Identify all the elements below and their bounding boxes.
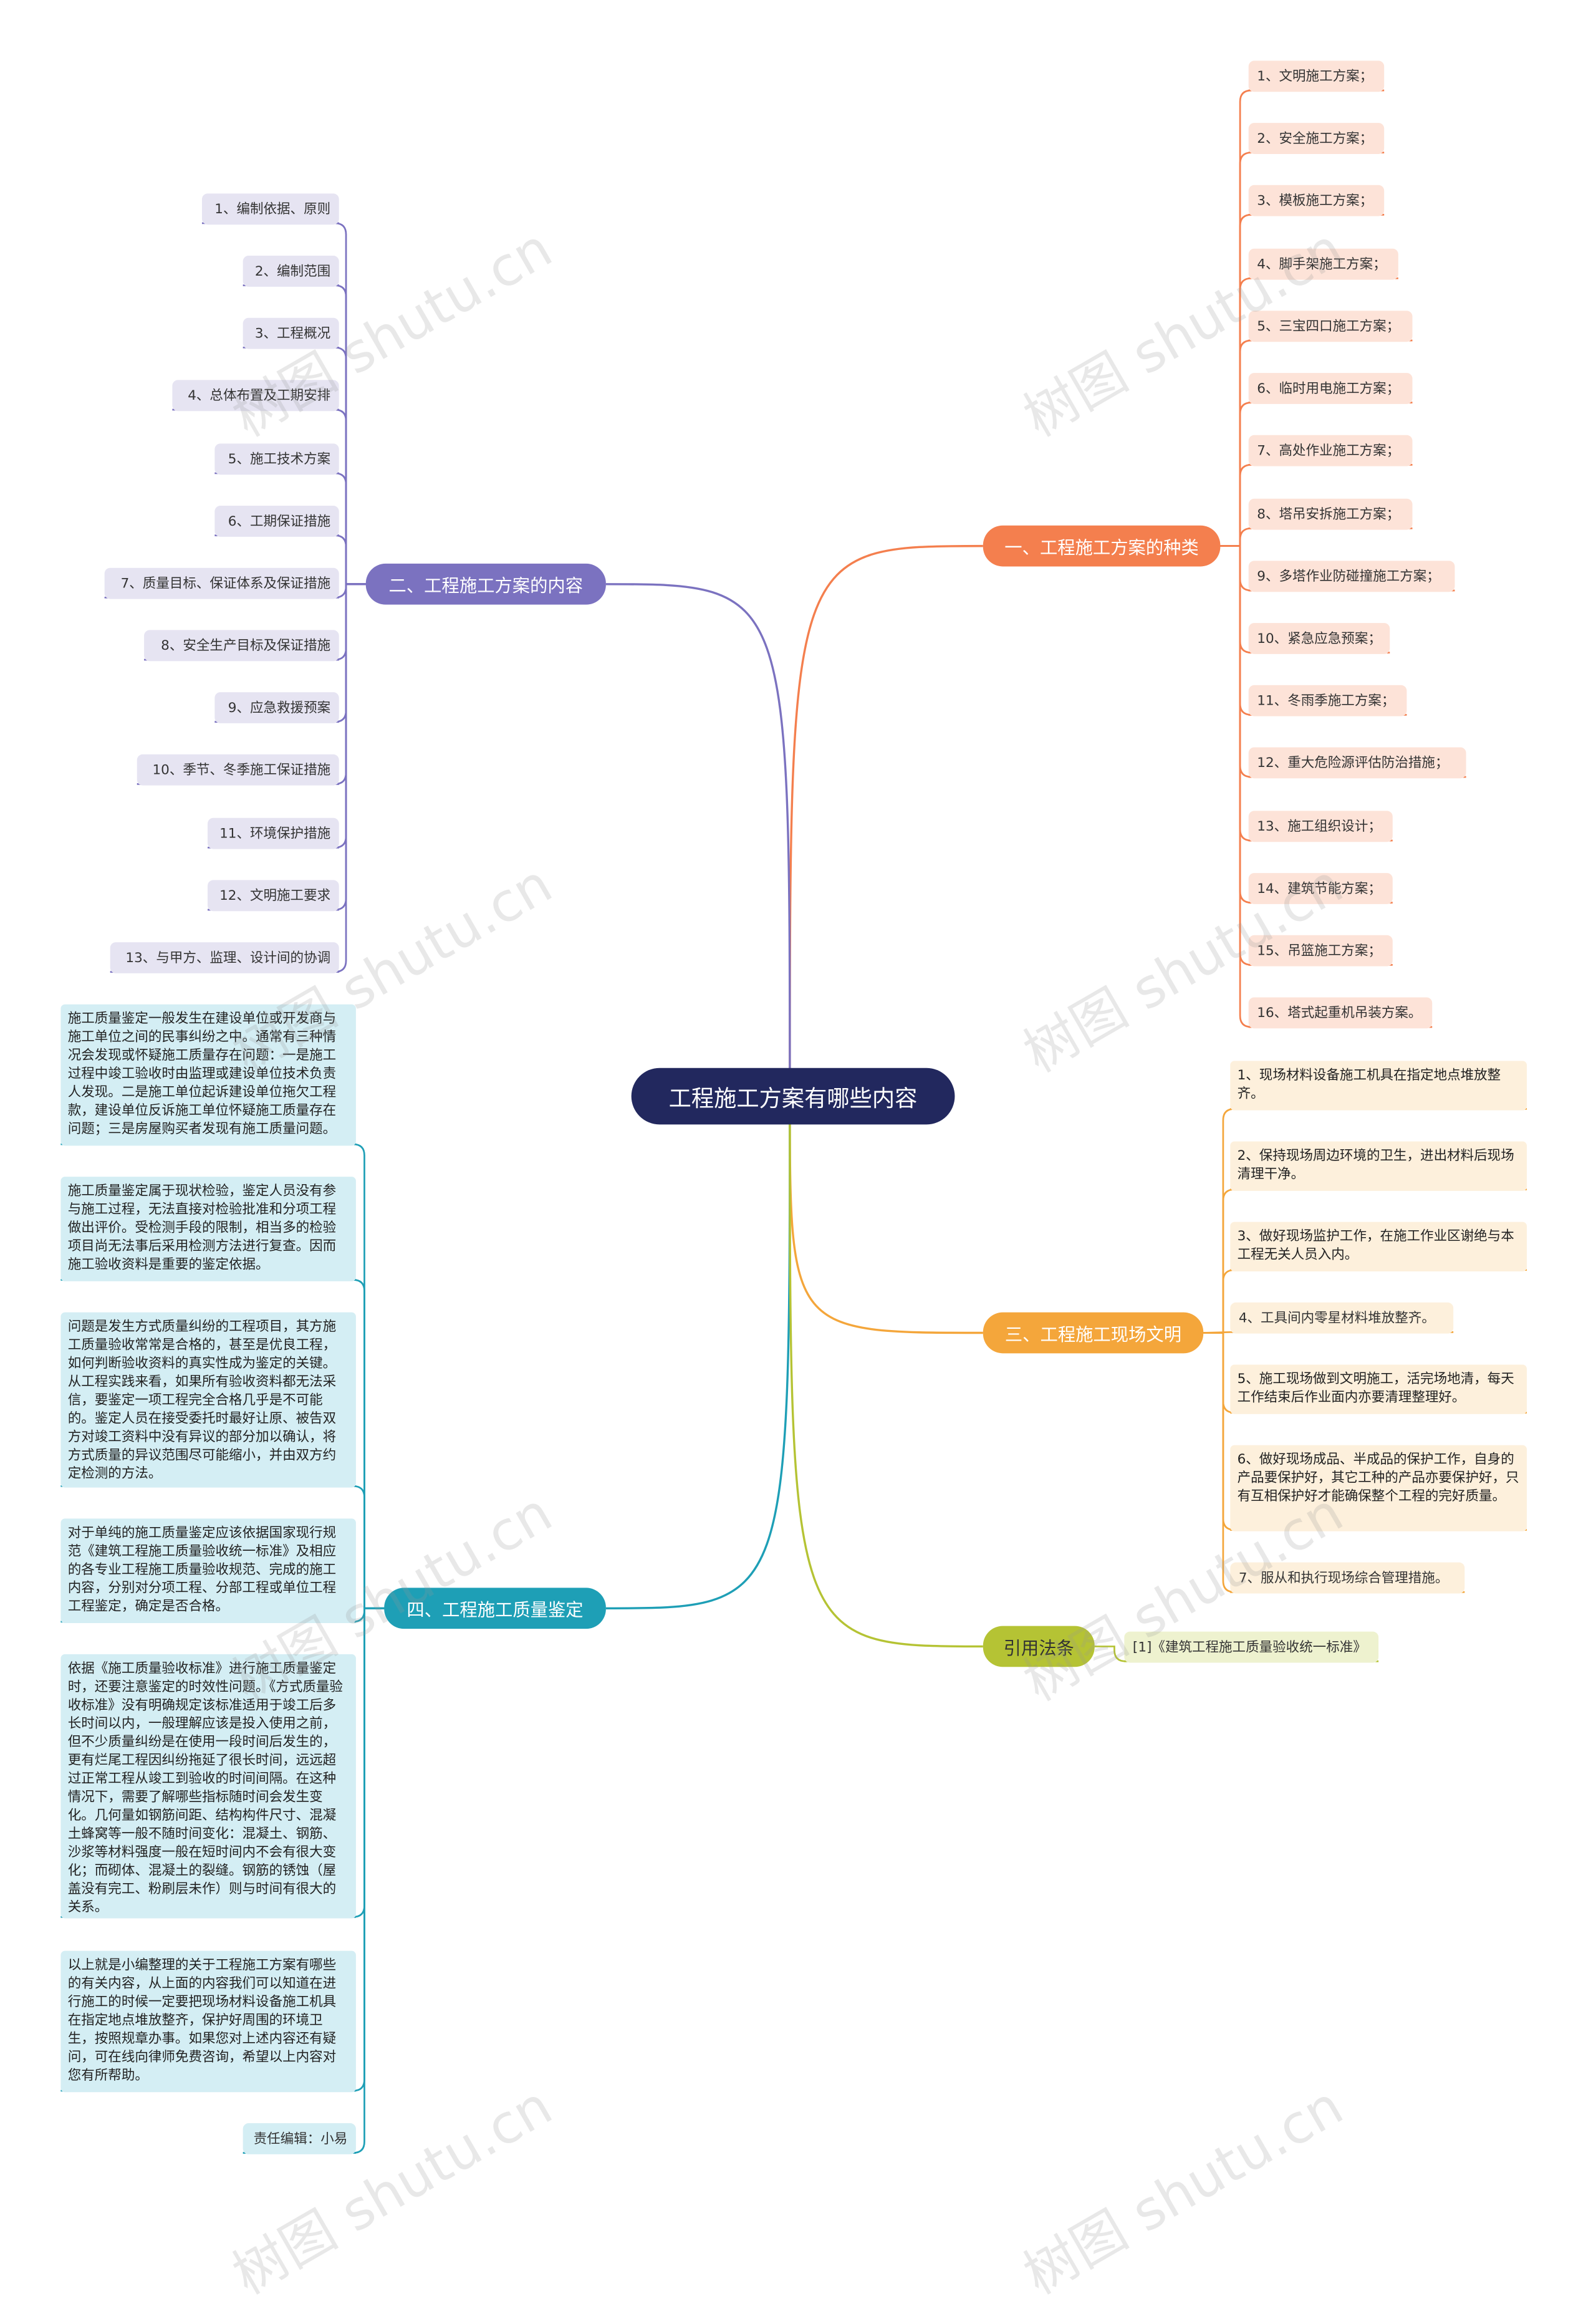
- leaf-connector: [334, 583, 366, 849]
- types-item[interactable]: 7、高处作业施工方案；: [1248, 435, 1413, 466]
- types-item[interactable]: 2、安全施工方案；: [1248, 123, 1385, 154]
- leaf-connector: [1220, 545, 1252, 592]
- leaf-connector: [334, 583, 366, 973]
- leaf-connector: [334, 284, 366, 586]
- types-item[interactable]: 1、文明施工方案；: [1248, 60, 1385, 92]
- quality-item[interactable]: 依据《施工质量验收标准》进行施工质量鉴定时，还要注意鉴定的时效性问题。《方式质量…: [60, 1654, 356, 1919]
- leaf-connector: [334, 534, 366, 586]
- types-item[interactable]: 11、冬雨季施工方案；: [1248, 685, 1407, 716]
- content-item[interactable]: 6、工期保证措施: [214, 506, 339, 537]
- content-item[interactable]: 13、与甲方、监理、设计间的协调: [110, 942, 339, 973]
- content-item[interactable]: 10、季节、冬季施工保证措施: [137, 754, 339, 786]
- leaf-connector: [353, 1607, 385, 2092]
- leaf-connector: [1220, 463, 1252, 547]
- quality-item[interactable]: 施工质量鉴定属于现状检验，鉴定人员没有参与施工过程，无法直接对检验批准和分项工程…: [60, 1177, 356, 1281]
- branch-types[interactable]: 一、工程施工方案的种类: [983, 525, 1221, 567]
- leaf-connector: [1220, 527, 1252, 547]
- types-item[interactable]: 12、重大危险源评估防治措施；: [1248, 747, 1466, 779]
- content-item[interactable]: 1、编制依据、原则: [201, 193, 339, 225]
- types-item[interactable]: 10、紧急应急预案；: [1248, 623, 1390, 654]
- leaf-connector: [1220, 89, 1252, 547]
- content-item[interactable]: 7、质量目标、保证体系及保证措施: [104, 567, 339, 599]
- branch-connector: [605, 583, 791, 1097]
- quality-item[interactable]: 施工质量鉴定一般发生在建设单位或开发商与施工单位之间的民事纠纷之中。通常有三种情…: [60, 1004, 356, 1146]
- civil-item[interactable]: 1、现场材料设备施工机具在指定地点堆放整齐。: [1230, 1061, 1527, 1111]
- quality-item[interactable]: 责任编辑：小易: [243, 2123, 356, 2154]
- leaf-connector: [1220, 545, 1252, 904]
- branch-law[interactable]: 引用法条: [983, 1626, 1095, 1667]
- types-item[interactable]: 5、三宝四口施工方案；: [1248, 311, 1413, 342]
- types-item[interactable]: 8、塔吊安拆施工方案；: [1248, 498, 1413, 530]
- law-item[interactable]: [1]《建筑工程施工质量验收统一标准》: [1124, 1631, 1379, 1663]
- content-item[interactable]: 11、环境保护措施: [208, 817, 339, 849]
- branch-connector: [789, 1096, 983, 1648]
- civil-item[interactable]: 4、工具间内零星材料堆放整齐。: [1230, 1302, 1454, 1334]
- civil-item[interactable]: 3、做好现场监护工作，在施工作业区谢绝与本工程无关人员入内。: [1230, 1222, 1527, 1271]
- branch-content[interactable]: 二、工程施工方案的内容: [365, 563, 606, 605]
- center-topic[interactable]: 工程施工方案有哪些内容: [631, 1068, 955, 1125]
- leaf-connector: [1220, 339, 1252, 547]
- quality-item[interactable]: 问题是发生方式质量纠纷的工程项目，其方施工质量验收常常是合格的，甚至是优良工程，…: [60, 1312, 356, 1488]
- leaf-connector: [334, 583, 366, 911]
- types-item[interactable]: 4、脚手架施工方案；: [1248, 248, 1398, 280]
- civil-item[interactable]: 5、施工现场做到文明施工，活完场地清，每天工作结束后作业面内亦要清理整理好。: [1230, 1364, 1527, 1414]
- quality-item[interactable]: 对于单纯的施工质量鉴定应该依据国家现行规范《建筑工程施工质量验收统一标准》及相应…: [60, 1518, 356, 1624]
- types-item[interactable]: 3、模板施工方案；: [1248, 185, 1385, 216]
- branch-connector: [789, 1096, 983, 1334]
- leaf-connector: [353, 1607, 385, 1623]
- branch-connector: [605, 1096, 791, 1609]
- leaf-connector: [334, 472, 366, 586]
- content-item[interactable]: 12、文明施工要求: [208, 880, 339, 912]
- civil-item[interactable]: 6、做好现场成品、半成品的保护工作，自身的产品要保护好，其它工种的产品亦要保护好…: [1230, 1445, 1527, 1531]
- content-item[interactable]: 8、安全生产目标及保证措施: [144, 630, 339, 662]
- content-item[interactable]: 4、总体布置及工期安排: [172, 380, 339, 412]
- branch-connector: [789, 544, 983, 1097]
- types-item[interactable]: 13、施工组织设计；: [1248, 811, 1393, 842]
- leaf-connector: [1203, 1108, 1235, 1334]
- leaf-connector: [1220, 545, 1252, 1028]
- types-item[interactable]: 6、临时用电施工方案；: [1248, 373, 1413, 404]
- leaf-connector: [353, 1607, 385, 2154]
- leaf-connector: [334, 583, 366, 785]
- leaf-connector: [334, 408, 366, 586]
- leaf-connector: [1220, 545, 1252, 778]
- types-item[interactable]: 14、建筑节能方案；: [1248, 873, 1393, 904]
- leaf-connector: [1094, 1646, 1126, 1662]
- leaf-connector: [1220, 152, 1252, 547]
- leaf-connector: [334, 583, 366, 723]
- content-item[interactable]: 3、工程概况: [243, 317, 339, 349]
- leaf-connector: [1220, 545, 1252, 716]
- civil-item[interactable]: 2、保持现场周边环境的卫生，进出材料后现场清理干净。: [1230, 1141, 1527, 1191]
- leaf-connector: [353, 1143, 385, 1609]
- civil-item[interactable]: 7、服从和执行现场综合管理措施。: [1230, 1562, 1465, 1594]
- content-item[interactable]: 2、编制范围: [243, 256, 339, 287]
- branch-quality[interactable]: 四、工程施工质量鉴定: [384, 1588, 606, 1629]
- types-item[interactable]: 15、吊篮施工方案；: [1248, 935, 1393, 967]
- content-item[interactable]: 9、应急救援预案: [214, 692, 339, 723]
- leaf-connector: [334, 583, 366, 599]
- leaf-connector: [1220, 402, 1252, 547]
- mindmap-canvas: 工程施工方案有哪些内容 一、工程施工方案的种类 二、工程施工方案的内容 三、工程…: [60, 60, 1527, 2307]
- leaf-connector: [353, 1485, 385, 1609]
- leaf-connector: [353, 1279, 385, 1609]
- leaf-connector: [334, 222, 366, 586]
- types-item[interactable]: 9、多塔作业防碰撞施工方案；: [1248, 561, 1455, 592]
- quality-item[interactable]: 以上就是小编整理的关于工程施工方案有哪些的有关内容，从上面的内容我们可以知道在进…: [60, 1950, 356, 2093]
- leaf-connector: [1220, 213, 1252, 547]
- leaf-connector: [334, 346, 366, 586]
- content-item[interactable]: 5、施工技术方案: [214, 443, 339, 475]
- leaf-connector: [1220, 545, 1252, 654]
- branch-civil[interactable]: 三、工程施工现场文明: [983, 1312, 1204, 1354]
- leaf-connector: [1220, 277, 1252, 547]
- leaf-connector: [353, 1607, 385, 1918]
- types-item[interactable]: 16、塔式起重机吊装方案。: [1248, 997, 1433, 1029]
- leaf-connector: [334, 583, 366, 661]
